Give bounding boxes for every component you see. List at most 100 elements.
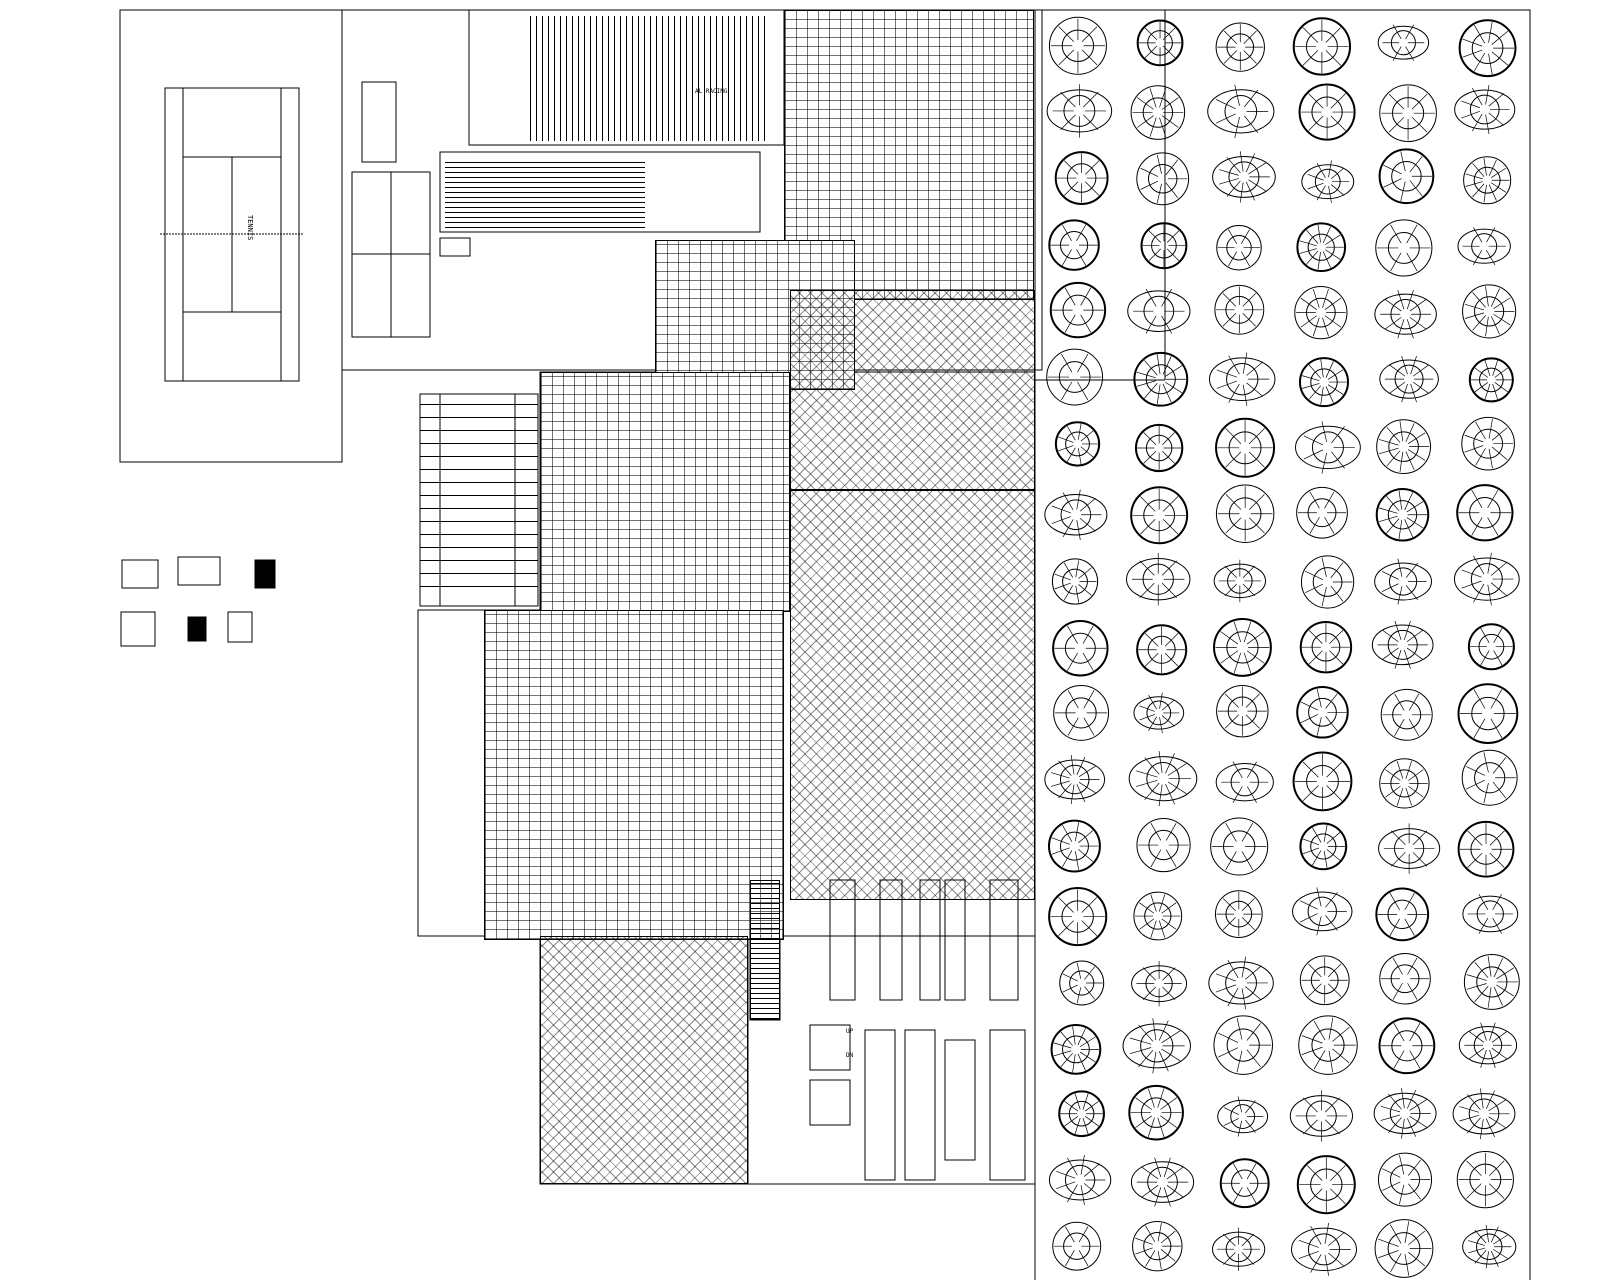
- legend-row: [420, 586, 538, 599]
- medallion: [1371, 620, 1434, 669]
- medallion: [1213, 1015, 1274, 1075]
- track-stripes: [530, 16, 770, 141]
- medallion: [1136, 817, 1191, 873]
- legend-row: [420, 573, 538, 586]
- track-lower-stripes: [445, 158, 645, 228]
- medallion: [1210, 817, 1269, 876]
- medallion: [1048, 219, 1100, 271]
- medallion: [1215, 484, 1275, 543]
- medallion: [1299, 822, 1348, 871]
- medallion: [1214, 284, 1265, 335]
- medallion: [1301, 160, 1355, 203]
- legend-row: [420, 404, 538, 417]
- medallion: [1377, 1152, 1433, 1207]
- medallion: [1130, 486, 1189, 545]
- medallion: [1207, 84, 1275, 139]
- medallion: [1378, 1017, 1436, 1075]
- medallion: [1046, 84, 1113, 138]
- legend-row: [420, 482, 538, 495]
- medallion: [1048, 819, 1101, 873]
- medallion: [1131, 960, 1188, 1007]
- medallion: [1289, 1090, 1354, 1142]
- medallion: [1300, 555, 1355, 609]
- medallion: [1054, 151, 1109, 205]
- medallion: [1462, 284, 1517, 339]
- medallion: [1128, 1084, 1184, 1141]
- medallion: [1133, 891, 1183, 941]
- medallion: [1468, 357, 1514, 403]
- medallion: [1296, 486, 1348, 539]
- tennis-court-block: TENNIS: [119, 9, 343, 463]
- medallion: [1458, 1022, 1518, 1068]
- medallion: [1127, 288, 1191, 334]
- medallion: [1216, 684, 1269, 738]
- medallion: [1294, 286, 1348, 340]
- medallion: [1295, 421, 1361, 474]
- legend-row: [420, 430, 538, 443]
- medallion: [1140, 222, 1188, 270]
- medallion: [1298, 357, 1349, 408]
- medallion: [1130, 85, 1186, 140]
- medallion: [1044, 755, 1106, 804]
- medallion: [1375, 887, 1430, 942]
- medallion: [1136, 152, 1190, 206]
- medallion: [1126, 553, 1191, 606]
- medallion: [1132, 1220, 1183, 1272]
- stair-dn-label: DN: [846, 1052, 854, 1059]
- stair-up-label: UP: [846, 1028, 854, 1035]
- legend-row: [420, 417, 538, 430]
- track-label: AL RACING: [695, 88, 728, 95]
- medallion: [1215, 22, 1265, 72]
- medallion: [1461, 416, 1515, 471]
- plant-symbols: [790, 290, 1035, 490]
- medallion: [1213, 617, 1272, 677]
- medallion: [1213, 559, 1267, 603]
- medallion: [1378, 823, 1441, 874]
- office-furniture: [540, 372, 790, 612]
- medallion: [1128, 750, 1198, 807]
- medallion: [1048, 886, 1108, 947]
- medallion: [1461, 749, 1518, 806]
- medallion: [1133, 351, 1189, 407]
- medallion: [1457, 227, 1511, 266]
- medallion: [1136, 624, 1188, 676]
- escalator-section: [749, 879, 1026, 1181]
- medallion: [1452, 1088, 1516, 1140]
- medallion: [1374, 289, 1437, 339]
- medallion: [1457, 683, 1519, 744]
- living-room-sets: [484, 610, 784, 940]
- medallion: [1048, 16, 1107, 75]
- medallion: [1215, 761, 1274, 803]
- medallion: [1456, 1151, 1514, 1209]
- legend-row: [420, 560, 538, 573]
- legend-row: [420, 495, 538, 508]
- medallion: [1379, 952, 1431, 1005]
- medallion: [1454, 85, 1516, 135]
- furniture-cluster-mid: [655, 240, 855, 390]
- medallion: [1379, 356, 1439, 403]
- legend-row: [420, 456, 538, 469]
- medallion: [1292, 17, 1352, 76]
- legend-row: [420, 443, 538, 456]
- medallion: [1299, 620, 1353, 674]
- medallion: [1379, 84, 1437, 143]
- medallion-grid: [1037, 12, 1529, 1282]
- medallion: [1052, 620, 1109, 677]
- medallion: [1046, 348, 1104, 406]
- medallion: [1298, 1015, 1358, 1075]
- medallion: [1380, 688, 1433, 741]
- medallion-svg: [1044, 16, 1520, 1278]
- medallion: [1058, 1090, 1105, 1138]
- medallion: [1133, 692, 1185, 734]
- medallion: [1052, 1221, 1102, 1271]
- medallion: [1373, 1088, 1437, 1139]
- medallion: [1051, 558, 1099, 605]
- medallion: [1053, 684, 1110, 741]
- medallion: [1463, 954, 1520, 1010]
- medallion: [1377, 24, 1430, 61]
- medallion: [1059, 960, 1105, 1006]
- medallion: [1208, 352, 1276, 406]
- medallion: [1376, 419, 1432, 475]
- track-block-lower: [439, 151, 761, 233]
- legend-rows: [420, 404, 538, 604]
